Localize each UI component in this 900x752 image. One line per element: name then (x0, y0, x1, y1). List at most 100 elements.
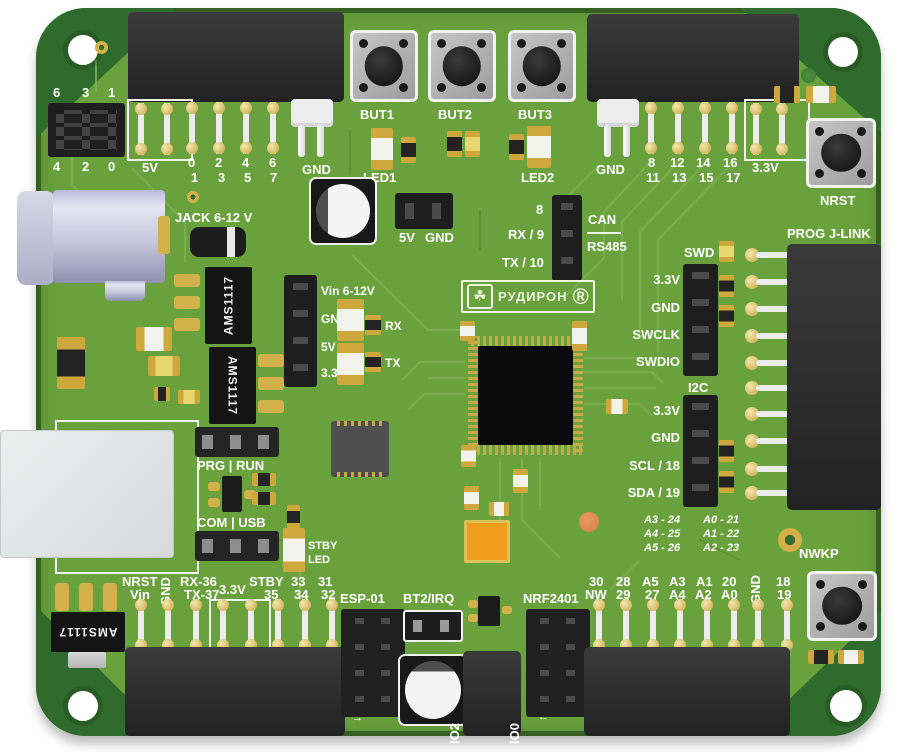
regulator-pad (79, 583, 93, 611)
through-hole-pin (745, 434, 795, 448)
power-pin-label: 5V (321, 340, 336, 354)
through-hole-pin (745, 486, 795, 500)
pin-label: 6 (53, 85, 61, 100)
can-pin8-label: 8 (536, 202, 544, 217)
through-hole-pin (701, 599, 713, 651)
power-input-header (284, 275, 317, 387)
via (95, 41, 108, 54)
can-tx10-label: TX / 10 (502, 255, 544, 270)
pin-label: 6 (269, 155, 277, 170)
prog-jlink-label: PROG J-LINK (787, 226, 871, 241)
swd-pin-label: 3.3V (653, 272, 680, 287)
through-hole-pin (135, 103, 147, 155)
sot23-pad (502, 606, 512, 614)
button-pin-dots (517, 39, 526, 48)
pin-label: 3 (218, 170, 226, 185)
regulator-pad (174, 274, 200, 287)
io2-label: IO2 (447, 723, 462, 744)
smd-capacitor (337, 299, 364, 341)
top-right-edge-connector (587, 14, 799, 102)
i2c-pin-label: SCL / 18 (628, 458, 680, 473)
through-hole-pin (728, 599, 740, 651)
i2c-pin-label: 3.3V (653, 403, 680, 418)
swd-header (683, 264, 718, 376)
sot23-pad (468, 600, 478, 608)
rail-label: 20 (722, 574, 737, 589)
pin-label: 7 (270, 170, 278, 185)
rail-label: 31 (318, 574, 333, 589)
i2c-pin-label: GND (651, 430, 680, 445)
but2-label: BUT2 (438, 107, 472, 122)
pin-label: 2 (215, 155, 223, 170)
barrel-jack-tab (105, 281, 145, 301)
through-hole-pin (745, 248, 795, 262)
i2c-title: I2C (688, 380, 709, 395)
com-usb-header[interactable] (195, 531, 279, 561)
through-hole-pin (245, 599, 257, 651)
through-hole-pin (593, 599, 605, 651)
power-pin-label: Vin 6-12V (321, 284, 375, 298)
through-hole-pin (750, 103, 762, 155)
nrf2401-header (526, 609, 590, 717)
rail-label-5v: 5V (142, 160, 158, 175)
aux-gnd-label: GND (425, 230, 454, 245)
rail-label: NW (585, 587, 607, 602)
through-hole-pin (745, 356, 795, 370)
swd-pin-label: SWCLK (632, 327, 680, 342)
mounting-hole-tl (68, 35, 98, 65)
pin-label: 12 (670, 155, 685, 170)
through-hole-pin (752, 599, 764, 651)
analog-map-label: A5 - 26 (644, 542, 681, 554)
rail-label: 29 (616, 587, 631, 602)
pin-label: 0 (108, 159, 116, 174)
via (187, 191, 199, 203)
but2-button[interactable] (428, 30, 496, 102)
esp-arrow: → (352, 712, 363, 724)
smd-capacitor (148, 356, 180, 376)
rail-label: A3 (669, 574, 686, 589)
through-hole-pin (240, 102, 252, 154)
gnd-label: GND (596, 162, 625, 177)
qfn-chip (331, 421, 389, 477)
through-hole-pin (161, 103, 173, 155)
rs485-label: RS485 (587, 239, 627, 254)
sot23-pad (468, 614, 478, 622)
through-hole-pin (745, 302, 795, 316)
top-left-edge-connector (128, 12, 344, 102)
rail-label: 3.3V (219, 582, 246, 597)
but1-button[interactable] (350, 30, 418, 102)
bottom-right-edge-connector (584, 647, 790, 736)
orange-dot-component (579, 512, 599, 532)
smd-resistor (401, 137, 416, 163)
button-pin-dots (816, 580, 825, 589)
nwkp-button[interactable] (807, 571, 877, 641)
barrel-jack-body (53, 190, 165, 283)
nrst-button[interactable] (806, 118, 876, 188)
via-green (801, 68, 816, 83)
through-hole-pin (213, 102, 225, 154)
mounting-hole-br (830, 690, 862, 722)
bt2-irq-jumper[interactable] (403, 610, 463, 642)
rail-label: 32 (321, 587, 336, 602)
rail-label: 34 (294, 587, 309, 602)
analog-map-label: A1 - 22 (703, 528, 740, 540)
smd-capacitor (461, 445, 476, 467)
sot23-pad (244, 490, 256, 499)
smd-resistor (252, 473, 276, 486)
white-connector-left (291, 99, 333, 127)
but3-button[interactable] (508, 30, 576, 102)
regulator-ams1117-2: AMS1117 (209, 347, 256, 424)
smd-resistor (509, 134, 524, 160)
logo-text: РУДИРОН (498, 289, 568, 304)
nrf-arrow: ← (538, 711, 549, 723)
can-rs485-header (552, 195, 582, 281)
through-hole-pin (186, 102, 198, 154)
swd-pin-label: SWDIO (635, 354, 680, 369)
prg-run-header[interactable] (195, 427, 279, 457)
pin-label: 0 (188, 155, 196, 170)
through-hole-pin (745, 407, 795, 421)
through-hole-pin (776, 103, 788, 155)
stby-led-smd (283, 528, 305, 572)
pin-label: 2 (82, 159, 90, 174)
esp01-header (341, 609, 405, 717)
